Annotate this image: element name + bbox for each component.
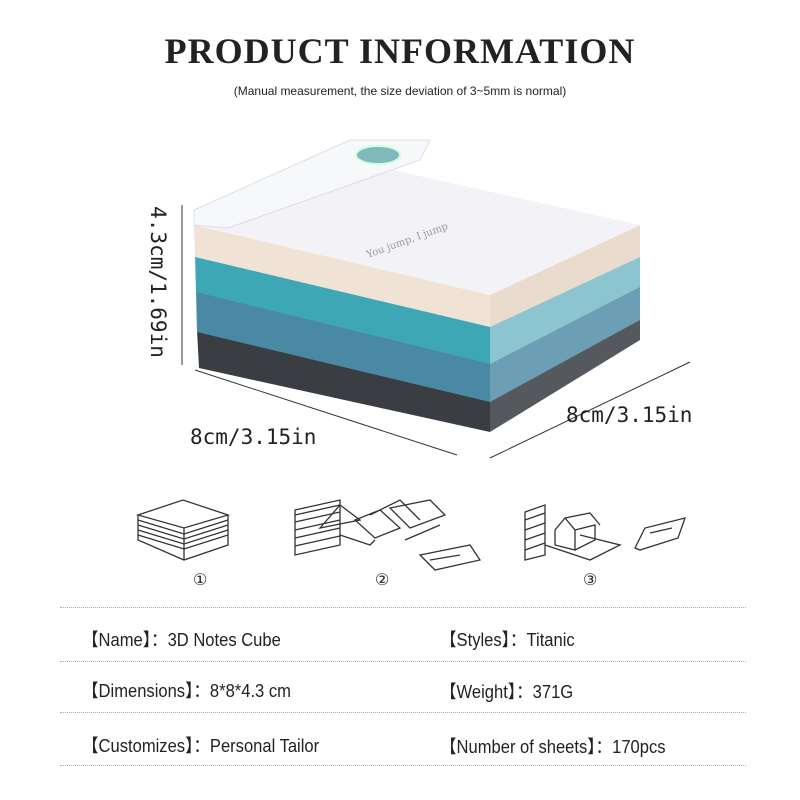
spec-value: 3D Notes Cube: [167, 630, 281, 650]
page-title: PRODUCT INFORMATION: [164, 31, 636, 71]
step-1-sketch: [135, 499, 231, 561]
width-dimension-line: [194, 369, 458, 456]
spec-value: Personal Tailor: [209, 736, 320, 756]
cube-left-teal-layer: [195, 255, 490, 364]
step-2-number: ②: [375, 572, 390, 589]
spec-customizes: 【Customizes】：Personal Tailor: [82, 732, 319, 758]
width-label: 8cm/3.15in: [190, 425, 317, 449]
cube-right-blue-layer: [490, 285, 640, 402]
step-3-number: ③: [583, 572, 598, 589]
spec-label: 【Styles】：: [440, 630, 527, 650]
divider: [60, 712, 746, 713]
spec-weight: 【Weight】：371G: [440, 678, 573, 704]
spec-label: 【Number of sheets】：: [440, 737, 613, 757]
spec-value: 8*8*4.3 cm: [209, 681, 291, 701]
spec-name: 【Name】：3D Notes Cube: [82, 626, 281, 652]
spec-label: 【Dimensions】：: [82, 681, 210, 701]
spec-value: Titanic: [526, 630, 575, 650]
measurement-note: (Manual measurement, the size deviation …: [233, 84, 567, 98]
cube-top-hole: [355, 145, 401, 165]
divider: [60, 661, 746, 662]
spec-label: 【Customizes】：: [82, 736, 210, 756]
cube-right-dark-layer: [490, 318, 640, 432]
depth-label: 8cm/3.15in: [566, 403, 693, 427]
spec-label: 【Weight】：: [440, 682, 533, 702]
step-3-sketch: [524, 504, 687, 561]
spec-styles: 【Styles】：Titanic: [440, 626, 575, 652]
spec-label: 【Name】：: [82, 630, 168, 650]
spec-number-of-sheets: 【Number of sheets】：170pcs: [440, 733, 666, 759]
cube-left-cream-layer: [194, 225, 490, 327]
cube-left-dark-layer: [197, 330, 490, 432]
cube-right-cream-layer: [490, 225, 640, 327]
spec-value: 371G: [532, 682, 574, 702]
step-1-number: ①: [193, 572, 208, 589]
cube-right-teal-layer: [490, 255, 640, 364]
height-label: 4.3cm/1.69in: [146, 206, 170, 358]
cube-left-blue-layer: [196, 290, 490, 402]
notes-cube: You jump, I jump: [193, 139, 640, 432]
step-2-sketch: [294, 499, 482, 571]
depth-dimension-line: [489, 361, 691, 459]
divider: [60, 607, 746, 608]
spec-dimensions: 【Dimensions】：8*8*4.3 cm: [82, 677, 291, 703]
spec-value: 170pcs: [612, 737, 666, 757]
divider: [60, 765, 746, 766]
